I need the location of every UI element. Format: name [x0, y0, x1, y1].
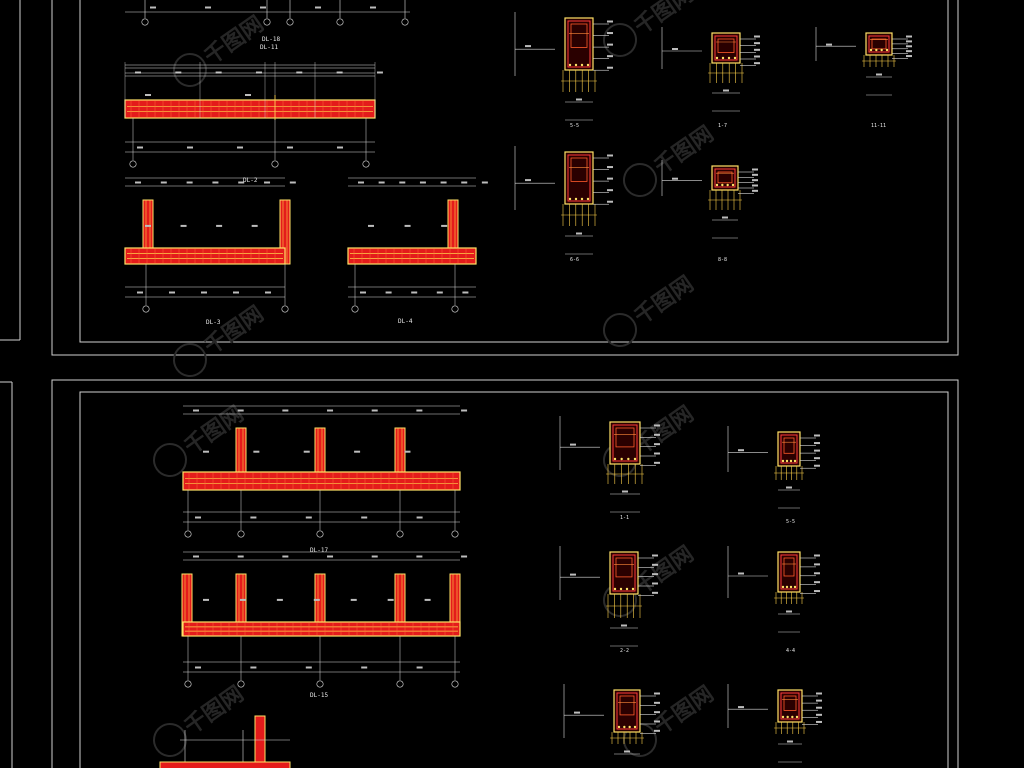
beam-label-dl-17: DL-17 — [310, 547, 328, 554]
section-bottom-left — [563, 684, 660, 755]
svg-text:千图网: 千图网 — [630, 542, 698, 600]
section-2-2 — [559, 546, 658, 647]
svg-text:千图网: 千图网 — [630, 0, 698, 40]
section-11-11 — [815, 27, 912, 96]
svg-text:千图网: 千图网 — [650, 682, 718, 740]
beam-dl-11-dims — [124, 62, 376, 120]
beam-elevations — [124, 0, 488, 768]
svg-text:千图网: 千图网 — [650, 122, 718, 180]
beam-dl-3 — [124, 177, 296, 313]
section-bottom-right — [727, 684, 822, 763]
beam-label-dl-3: DL-3 — [206, 319, 221, 326]
watermark: 千图网 — [173, 302, 268, 377]
section-label-6-6: 6-6 — [570, 257, 579, 263]
beam-dl-15 — [181, 551, 468, 688]
beam-label-dl-11: DL-11 — [260, 44, 278, 51]
sheet-frame-top — [0, 0, 959, 356]
section-label-1-1: 1-1 — [620, 515, 629, 521]
section-label-8-8: 8-8 — [718, 257, 727, 263]
section-6-6 — [514, 146, 613, 255]
watermark: 千图网 — [153, 682, 248, 757]
beam-dl-11 — [124, 67, 383, 168]
section-5-5-b — [727, 426, 820, 509]
svg-text:千图网: 千图网 — [630, 272, 698, 330]
beam-dl-18-axes — [125, 0, 410, 26]
section-label-4-4: 4-4 — [786, 648, 795, 654]
svg-text:千图网: 千图网 — [200, 12, 268, 70]
beam-dl-4 — [347, 177, 488, 313]
beam-dl-17 — [182, 405, 468, 538]
section-5-5 — [514, 12, 613, 121]
svg-text:千图网: 千图网 — [180, 682, 248, 740]
section-details — [514, 12, 912, 763]
section-1-1 — [559, 416, 660, 513]
section-label-5-5-b: 5-5 — [786, 519, 795, 525]
watermark: 千图网 — [603, 272, 698, 347]
beam-label-dl-18: DL-18 — [262, 36, 280, 43]
beam-label-dl-2: DL-2 — [243, 177, 258, 184]
beam-label-dl-4: DL-4 — [398, 318, 413, 325]
section-label-11-11: 11-11 — [871, 123, 886, 129]
section-4-4 — [727, 546, 820, 633]
watermark: 千图网 — [173, 12, 268, 87]
beam-partial-bottom — [159, 715, 291, 768]
watermark: 千图网 — [623, 122, 718, 197]
section-8-8 — [661, 160, 758, 239]
section-label-5-5: 5-5 — [570, 123, 579, 129]
watermark: 千图网 — [603, 0, 698, 57]
beam-label-dl-15: DL-15 — [310, 692, 328, 699]
section-1-7 — [661, 27, 760, 112]
section-label-1-7: 1-7 — [718, 123, 727, 129]
svg-text:千图网: 千图网 — [200, 302, 268, 360]
sheet-frame-bottom — [0, 379, 959, 768]
section-label-2-2: 2-2 — [620, 648, 629, 654]
